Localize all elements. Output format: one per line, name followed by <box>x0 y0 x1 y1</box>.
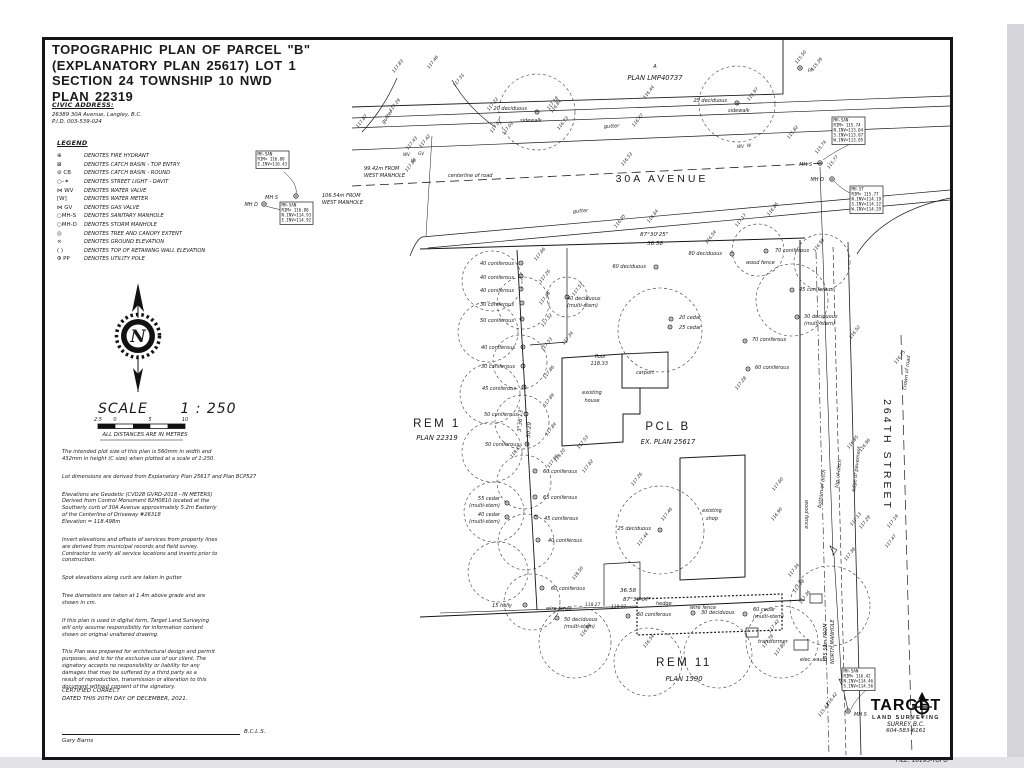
legend-item-label: DENOTES CATCH BASIN - TOP ENTRY <box>84 161 180 168</box>
legend-row: ○MH-S DENOTES SANITARY MANHOLE <box>57 212 205 221</box>
plan-note: The intended plot size of this plan is 5… <box>62 449 215 462</box>
logo-city: SURREY B.C. <box>886 721 926 728</box>
legend-symbol-icon: ⋈ GV <box>57 204 73 211</box>
logo-company-name: TARGET <box>870 697 942 714</box>
plan-notes: The intended plot size of this plan is 5… <box>62 449 318 702</box>
legend-item-label: DENOTES STREET LIGHT - DAVIT <box>84 179 169 186</box>
legend-item-label: DENOTES TOP OF RETAINING WALL ELEVATION <box>84 247 206 254</box>
legend-row: ⊕ DENOTES FIRE HYDRANT <box>57 152 205 161</box>
legend-item-label: DENOTES WATER VALVE <box>84 187 147 194</box>
legend-symbol-icon: ( ) <box>57 247 64 254</box>
legend-item-label: DENOTES GROUND ELEVATION <box>84 239 165 246</box>
drawing-border <box>42 37 953 760</box>
legend-symbol-icon: ○MH-S <box>57 213 77 220</box>
legend-item-label: DENOTES WATER METER <box>84 196 149 203</box>
plan-note: Tree diameters are taken at 1.4m above g… <box>62 593 206 607</box>
civic-address-block: CIVIC ADDRESS: 26389 30A Avenue, Langley… <box>52 101 142 126</box>
scale-units: ALL DISTANCES ARE IN METRES <box>102 432 188 438</box>
legend-item-label: DENOTES FIRE HYDRANT <box>84 153 149 160</box>
signature-line <box>62 726 240 735</box>
legend-rows: ⊕ DENOTES FIRE HYDRANT ⊠ DENOTES CATCH BASI… <box>57 152 205 264</box>
logo-phone: 604-583-6161 <box>886 728 926 734</box>
plan-title-line: PLAN 22319 <box>52 88 134 104</box>
legend-item-label: DENOTES CATCH BASIN - ROUND <box>84 170 171 177</box>
legend-symbol-icon: Φ PP <box>57 256 70 263</box>
plan-title-line: TOPOGRAPHIC PLAN OF PARCEL "B" <box>52 42 311 57</box>
legend-row: ⊘ CB DENOTES CATCH BASIN - ROUND <box>57 169 205 178</box>
legend-symbol-icon: ⊠ <box>57 161 62 168</box>
plan-note: Lot dimensions are derived from Explanat… <box>62 473 257 480</box>
legend-item-label: DENOTES GAS VALVE <box>84 204 140 211</box>
plan-note: Elevations are Geodetic (CVD28 GVRD-2018… <box>62 491 217 526</box>
signature-designation: B.C.L.S. <box>244 729 266 735</box>
legend-row: ⋈ GV DENOTES GAS VALVE <box>57 204 205 213</box>
legend-row: ⋈ WV DENOTES WATER VALVE <box>57 186 205 195</box>
civic-address-line: 26389 30A Avenue, Langley, B.C. <box>52 112 142 118</box>
signature-block: B.C.L.S. Gary Barns <box>62 726 266 744</box>
civic-address-line: P.I.D. 003-539-024 <box>52 119 102 126</box>
legend-item-label: DENOTES TREE AND CANOPY EXTENT <box>84 230 183 237</box>
scan-edge-bottom <box>0 757 1024 768</box>
plan-note: If this plan is used in digital form, Ta… <box>62 617 209 638</box>
plan-title-line: (EXPLANATORY PLAN 25617) LOT 1 <box>52 57 297 73</box>
legend-item-label: DENOTES UTILITY POLE <box>84 256 145 263</box>
civic-address-heading: CIVIC ADDRESS: <box>52 101 114 109</box>
legend-row: ○–✶ DENOTES STREET LIGHT - DAVIT <box>57 178 205 187</box>
legend-item-label: DENOTES STORM MANHOLE <box>84 222 157 229</box>
legend-symbol-icon: ◎ <box>57 230 62 237</box>
file-label: FILE: 10195-TOPO <box>895 758 948 764</box>
plan-note: This Plan was prepared for architectural… <box>62 649 215 690</box>
plan-title-line: SECTION 24 TOWNSHIP 10 NWD <box>52 73 273 89</box>
legend-symbol-icon: × <box>57 239 62 246</box>
legend-symbol-icon: ⊘ CB <box>57 170 71 177</box>
scale-label: SCALE <box>98 401 148 417</box>
legend-symbol-icon: ⋈ WV <box>57 187 74 194</box>
plan-note: Invert elevations and offsets of service… <box>62 536 218 564</box>
legend-row: × DENOTES GROUND ELEVATION <box>57 238 205 247</box>
scale-ratio: 1 : 250 <box>180 401 237 417</box>
legend-row: ⊠ DENOTES CATCH BASIN - TOP ENTRY <box>57 161 205 170</box>
scan-edge-right <box>1007 24 1024 768</box>
legend-symbol-icon: ○MH-D <box>57 222 77 229</box>
legend-heading: LEGEND <box>57 139 88 147</box>
legend-symbol-icon: ⊕ <box>57 153 62 160</box>
signature-name: Gary Barns <box>62 738 94 744</box>
plan-title: TOPOGRAPHIC PLAN OF PARCEL "B" (EXPLANAT… <box>52 42 310 104</box>
legend-symbol-icon: [W] <box>57 196 67 203</box>
legend-symbol-icon: ○–✶ <box>57 179 70 186</box>
legend-row: [W] DENOTES WATER METER <box>57 195 205 204</box>
legend-row: ◎ DENOTES TREE AND CANOPY EXTENT <box>57 229 205 238</box>
company-logo: TARGET LAND SURVEYING SURREY B.C. 604-58… <box>862 697 950 734</box>
legend-row: Φ PP DENOTES UTILITY POLE <box>57 255 205 264</box>
legend-row: ( ) DENOTES TOP OF RETAINING WALL ELEVATI… <box>57 247 205 256</box>
certification-block: CERTIFIED CORRECT DATED THIS 20TH DAY OF… <box>62 688 188 702</box>
legend-row: ○MH-D DENOTES STORM MANHOLE <box>57 221 205 230</box>
legend-item-label: DENOTES SANITARY MANHOLE <box>84 213 164 220</box>
scale-block: SCALE 1 : 250 <box>98 400 237 418</box>
legend-block: LEGEND ⊕ DENOTES FIRE HYDRANT ⊠ DENOTES CAT… <box>57 139 205 264</box>
plan-note: Spot elevations along curb are taken in … <box>62 575 182 582</box>
